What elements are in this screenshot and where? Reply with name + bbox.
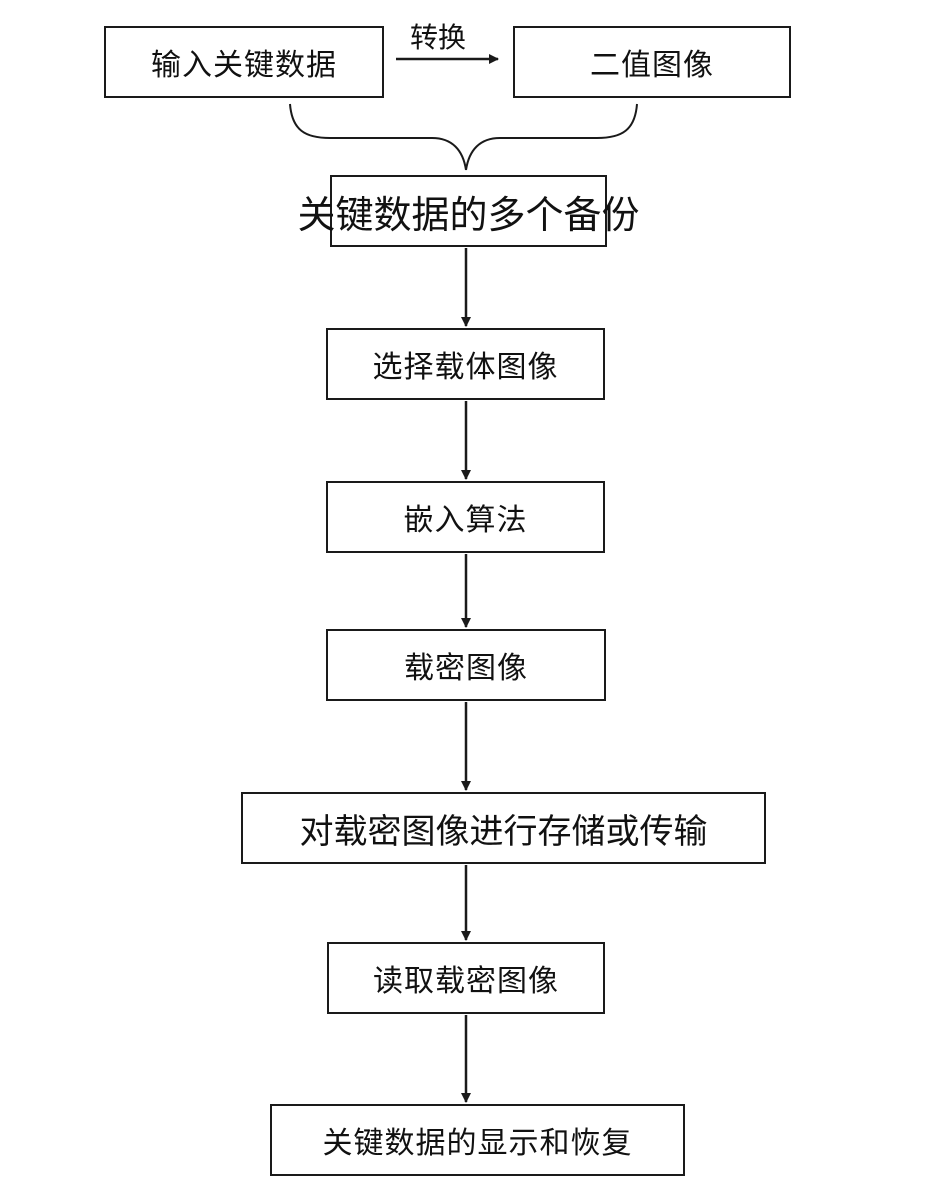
node-stego-image: 载密图像	[326, 629, 606, 701]
node-store-or-transmit: 对载密图像进行存储或传输	[241, 792, 766, 864]
merge-brace	[290, 104, 637, 170]
node-label: 输入关键数据	[151, 40, 337, 84]
node-label: 二值图像	[590, 40, 714, 84]
node-binary-image: 二值图像	[513, 26, 791, 98]
node-read-stego-image: 读取载密图像	[327, 942, 605, 1014]
node-select-carrier-image: 选择载体图像	[326, 328, 605, 400]
edge-label-convert: 转换	[410, 16, 466, 56]
node-input-key-data: 输入关键数据	[104, 26, 384, 98]
node-label: 对载密图像进行存储或传输	[300, 804, 708, 853]
node-display-and-recover: 关键数据的显示和恢复	[270, 1104, 685, 1176]
node-label: 关键数据的显示和恢复	[323, 1118, 633, 1162]
node-multiple-backups: 关键数据的多个备份	[330, 175, 607, 247]
node-embedding-algorithm: 嵌入算法	[326, 481, 605, 553]
node-label: 关键数据的多个备份	[298, 184, 640, 239]
node-label: 载密图像	[404, 643, 528, 687]
node-label: 选择载体图像	[373, 342, 559, 386]
node-label: 读取载密图像	[373, 956, 559, 1000]
node-label: 嵌入算法	[404, 495, 528, 539]
